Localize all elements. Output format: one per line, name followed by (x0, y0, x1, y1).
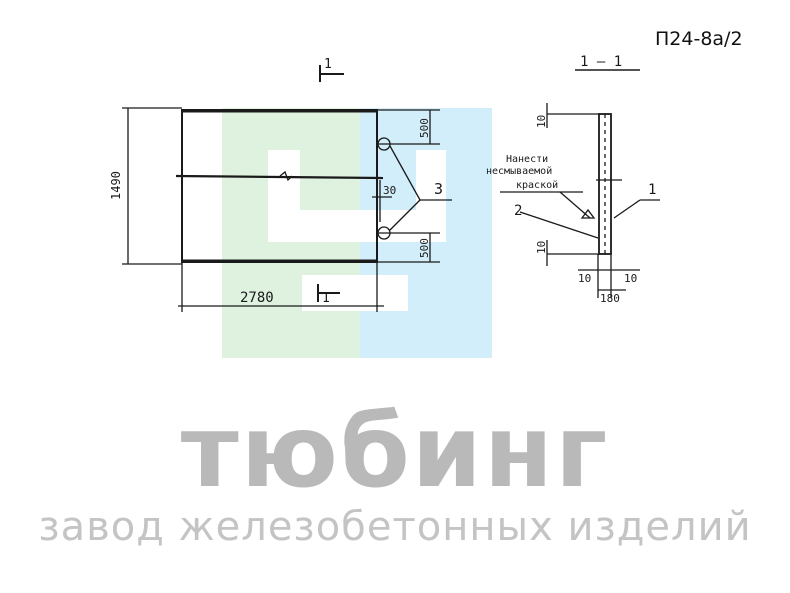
dim-bottom-offset: 500 (418, 238, 431, 258)
plan-view (122, 65, 452, 312)
section-mark-top: 1 (324, 57, 332, 72)
dim-top: 10 (535, 115, 548, 128)
note-line-2: несмываемой (486, 165, 552, 177)
section-labels: 1 – 1 10 10 10 10 180 1 2 Нанести несмыв… (486, 54, 656, 305)
plan-labels: 1 1 1490 2780 500 500 30 3 (109, 57, 443, 306)
callout-3: 3 (434, 180, 443, 198)
watermark-tagline: завод железобетонных изделий (38, 504, 752, 550)
section-view (500, 69, 660, 298)
section-mark-bottom: 1 (322, 291, 330, 306)
dim-thickness-left: 10 (578, 272, 591, 285)
dim-top-offset: 500 (418, 118, 431, 138)
panel-joint (175, 174, 384, 180)
watermark-logo (222, 108, 492, 358)
dim-total: 180 (600, 292, 620, 305)
dim-width: 2780 (240, 290, 274, 306)
dim-thickness-right: 10 (624, 272, 637, 285)
dim-height: 1490 (109, 171, 123, 200)
watermark-brand-name: тюбинг (180, 393, 610, 510)
section-profile (598, 113, 612, 255)
note-line-1: Нанести (506, 154, 548, 165)
note-line-3: краской (516, 179, 558, 191)
document-code: П24-8а/2 (655, 28, 743, 50)
callout-2: 2 (514, 203, 522, 219)
dim-bottom: 10 (535, 241, 548, 254)
section-title: 1 – 1 (580, 54, 622, 70)
callout-1: 1 (648, 182, 656, 198)
dim-hole: 30 (383, 184, 396, 197)
